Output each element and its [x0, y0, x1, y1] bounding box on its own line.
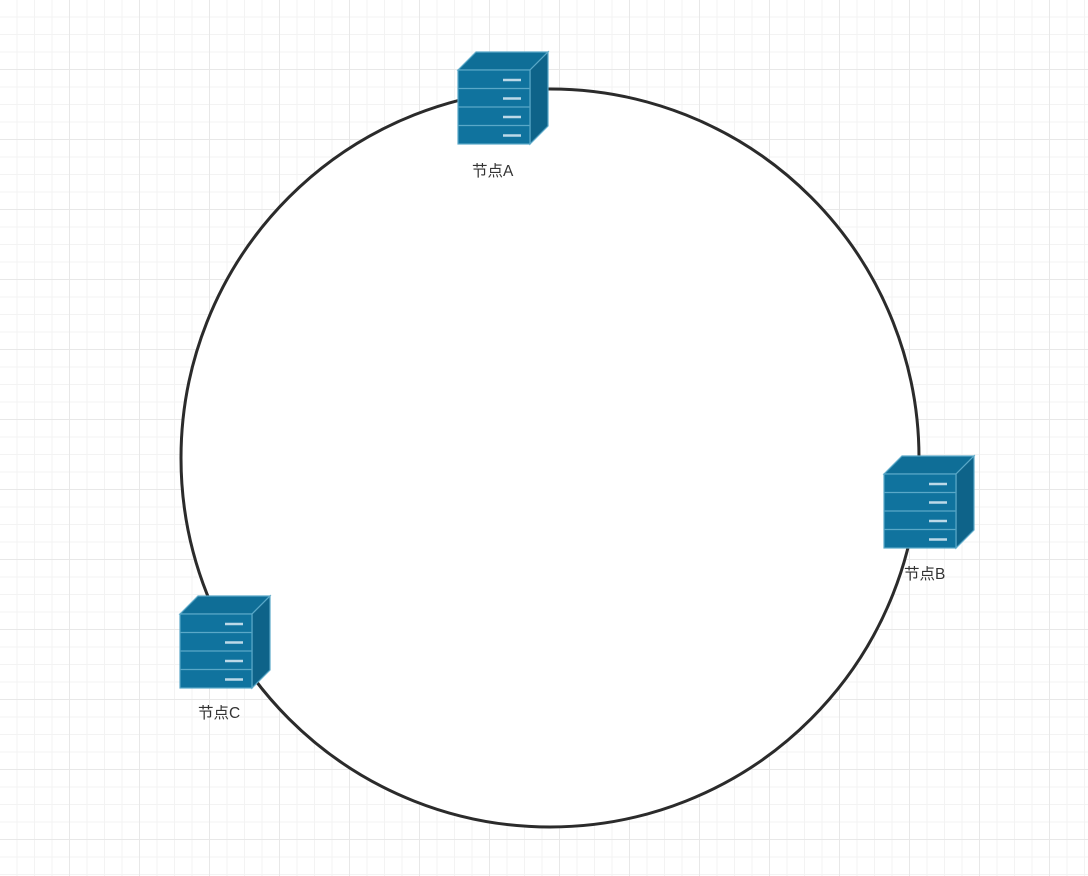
node-a-server-icon[interactable] [456, 50, 550, 146]
node-c-label: 节点C [198, 705, 241, 722]
node-c-server-icon[interactable] [178, 594, 272, 690]
node-b-label: 节点B [904, 566, 946, 583]
node-b-server-icon[interactable] [882, 454, 976, 550]
ring-connection-circle [179, 87, 921, 829]
node-a-label: 节点A [472, 163, 514, 180]
